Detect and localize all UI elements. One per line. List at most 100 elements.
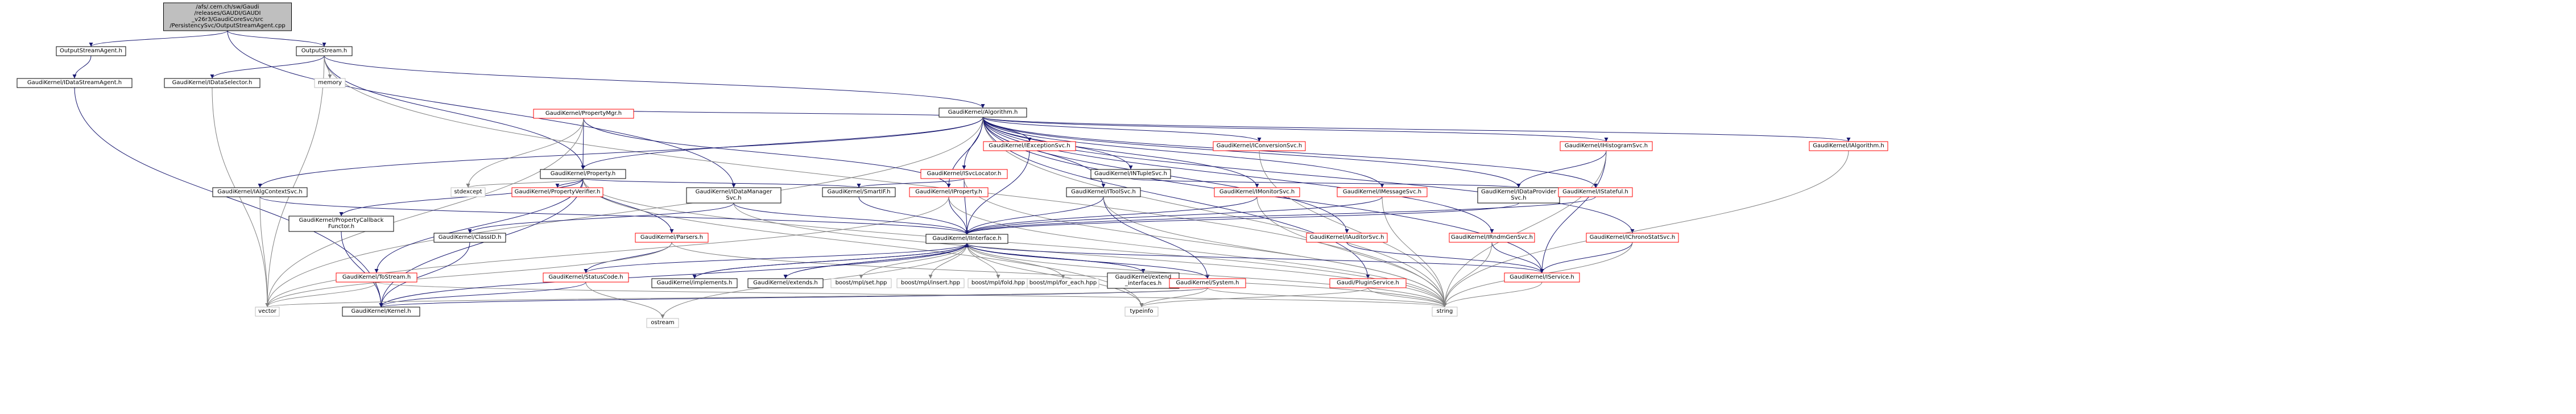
node-iservice[interactable]: GaudiKernel/IService.h bbox=[1504, 272, 1580, 283]
edge-algorithm-to-property bbox=[581, 117, 983, 170]
node-ialgcontextsvc[interactable]: GaudiKernel/IAlgContextSvc.h bbox=[212, 187, 308, 197]
node-label: GaudiKernel/IDataSelector.h bbox=[172, 80, 253, 86]
node-irndmgensvc[interactable]: GaudiKernel/IRndmGenSvc.h bbox=[1449, 233, 1535, 243]
node-itoolsvc[interactable]: GaudiKernel/IToolSvc.h bbox=[1066, 187, 1141, 197]
node-label: GaudiKernel/PropertyMgr.h bbox=[545, 110, 622, 117]
edge-conversionsvc-to-string bbox=[1259, 150, 1447, 308]
edge-propertymgr-to-vector bbox=[265, 118, 584, 308]
node-label: /afs/.cern.ch/sw/Gaudi bbox=[196, 4, 259, 10]
node-box bbox=[938, 107, 1027, 118]
edge-iinterface-to-typeinfo bbox=[966, 243, 1144, 308]
edge-property-to-parsers bbox=[582, 178, 674, 234]
node-kernel[interactable]: GaudiKernel/Kernel.h bbox=[342, 307, 420, 317]
node-tostream[interactable]: GaudiKernel/ToStream.h bbox=[336, 272, 417, 283]
node-property[interactable]: GaudiKernel/Property.h bbox=[540, 169, 626, 179]
node-ntuplesvc[interactable]: GaudiKernel/INTupleSvc.h bbox=[1090, 169, 1171, 179]
node-imessagesvc[interactable]: GaudiKernel/IMessageSvc.h bbox=[1337, 187, 1428, 197]
node-istateful[interactable]: GaudiKernel/IStateful.h bbox=[1558, 187, 1633, 197]
node-label: GaudiKernel/Algorithm.h bbox=[948, 109, 1018, 115]
node-box bbox=[1213, 141, 1306, 151]
node-iauditorsvc[interactable]: GaudiKernel/IAuditorSvc.h bbox=[1306, 233, 1388, 243]
edge-extend_interfaces-to-iinterface bbox=[965, 243, 1144, 274]
edge-osagent_h-to-idatastreamagent bbox=[72, 55, 92, 79]
node-propertyverifier[interactable]: GaudiKernel/PropertyVerifier.h bbox=[511, 187, 603, 197]
node-box bbox=[255, 307, 280, 317]
node-classid[interactable]: GaudiKernel/ClassID.h bbox=[433, 233, 506, 243]
node-label: Gaudi/PluginService.h bbox=[1337, 280, 1399, 286]
edge-propcallback-to-kernel bbox=[341, 231, 383, 308]
node-box bbox=[1027, 278, 1099, 288]
node-label: OutputStream.h bbox=[301, 48, 347, 54]
node-box bbox=[822, 187, 896, 197]
node-outputstream-h[interactable]: OutputStream.h bbox=[296, 46, 353, 56]
edge-root-to-datamanagersvc bbox=[227, 30, 736, 188]
node-box bbox=[909, 187, 989, 197]
edge-iinterface-to-mpl_insert bbox=[928, 243, 967, 279]
node-extend-interfaces[interactable]: GaudiKernel/extend_interfaces.h bbox=[1107, 272, 1180, 289]
node-idatastreamagent[interactable]: GaudiKernel/IDataStreamAgent.h bbox=[16, 78, 133, 88]
node-box bbox=[296, 46, 353, 56]
node-parsers[interactable]: GaudiKernel/Parsers.h bbox=[635, 233, 709, 243]
edge-algorithm-to-ialgcontextsvc bbox=[258, 117, 983, 188]
edge-outputstream_h-to-algorithm bbox=[324, 55, 985, 109]
node-exceptionsvc[interactable]: GaudiKernel/IExceptionSvc.h bbox=[983, 141, 1076, 151]
node-box bbox=[1432, 307, 1458, 317]
node-idataselector[interactable]: GaudiKernel/IDataSelector.h bbox=[164, 78, 261, 88]
edge-iauditorsvc-to-iservice bbox=[1346, 242, 1544, 274]
node-imonitorsvc[interactable]: GaudiKernel/IMonitorSvc.h bbox=[1214, 187, 1300, 197]
node-ialgorithm[interactable]: GaudiKernel/IAlgorithm.h bbox=[1809, 141, 1888, 151]
edge-classid-to-kernel bbox=[379, 242, 470, 308]
node-osagent-h[interactable]: OutputStreamAgent.h bbox=[56, 46, 126, 56]
edge-exceptionsvc-to-iinterface bbox=[965, 150, 1030, 235]
node-extends[interactable]: GaudiKernel/extends.h bbox=[747, 278, 824, 288]
node-statuscode[interactable]: GaudiKernel/StatusCode.h bbox=[543, 272, 629, 283]
node-smartif[interactable]: GaudiKernel/SmartIF.h bbox=[822, 187, 896, 197]
edge-tostream-to-string bbox=[376, 281, 1446, 308]
node-propertymgr[interactable]: GaudiKernel/PropertyMgr.h bbox=[533, 109, 634, 119]
node-label: GaudiKernel/IAlgorithm.h bbox=[1813, 143, 1884, 149]
edge-outputstream_h-to-idataselector bbox=[210, 55, 325, 79]
node-histogramsvc[interactable]: GaudiKernel/IHistogramSvc.h bbox=[1560, 141, 1653, 151]
edge-iinterface-to-string bbox=[966, 243, 1447, 308]
node-ichronostatsvc[interactable]: GaudiKernel/IChronoStatSvc.h bbox=[1586, 233, 1679, 243]
node-algorithm[interactable]: GaudiKernel/Algorithm.h bbox=[938, 107, 1027, 118]
node-label: GaudiKernel/System.h bbox=[1176, 280, 1239, 286]
edge-algorithm-to-conversionsvc bbox=[982, 117, 1262, 142]
node-box bbox=[288, 216, 394, 232]
node-iinterface[interactable]: GaudiKernel/IInterface.h bbox=[925, 234, 1008, 244]
node-typeinfo: typeinfo bbox=[1124, 307, 1159, 317]
node-box bbox=[16, 78, 133, 88]
node-iproperty[interactable]: GaudiKernel/IProperty.h bbox=[909, 187, 989, 197]
edge-idataprovider-to-iinterface bbox=[965, 202, 1519, 235]
node-label: /PersistencySvc/OutputStreamAgent.cpp bbox=[169, 23, 285, 29]
node-system[interactable]: GaudiKernel/System.h bbox=[1169, 278, 1246, 288]
node-root[interactable]: /afs/.cern.ch/sw/Gaudi/releases/GAUDI/GA… bbox=[163, 2, 292, 31]
edge-histogramsvc-to-string bbox=[1442, 150, 1607, 308]
node-box bbox=[1477, 187, 1560, 204]
node-box bbox=[896, 278, 965, 288]
node-label: GaudiKernel/extend bbox=[1115, 274, 1172, 280]
node-conversionsvc[interactable]: GaudiKernel/IConversionSvc.h bbox=[1213, 141, 1306, 151]
node-label: GaudiKernel/PropertyCallback bbox=[299, 217, 384, 223]
node-box bbox=[1124, 307, 1159, 317]
edge-system-to-vector bbox=[266, 287, 1208, 308]
node-svclocator[interactable]: GaudiKernel/ISvcLocator.h bbox=[920, 169, 1008, 179]
node-pluginservice[interactable]: Gaudi/PluginService.h bbox=[1329, 278, 1407, 288]
edge-svclocator-to-smartif bbox=[857, 178, 965, 188]
node-box bbox=[1329, 278, 1407, 288]
edge-statuscode-to-kernel bbox=[379, 281, 586, 308]
dependency-nodes: /afs/.cern.ch/sw/Gaudi/releases/GAUDI/GA… bbox=[16, 2, 1888, 328]
edge-system-to-typeinfo bbox=[1139, 287, 1208, 308]
node-label: GaudiKernel/implements.h bbox=[657, 280, 733, 286]
node-box bbox=[920, 169, 1008, 179]
node-label: GaudiKernel/IToolSvc.h bbox=[1071, 189, 1136, 195]
node-implements[interactable]: GaudiKernel/implements.h bbox=[651, 278, 738, 288]
edge-pluginservice-to-string bbox=[1367, 287, 1447, 308]
edge-property-to-smartif bbox=[582, 178, 861, 188]
edge-itoolsvc-to-system bbox=[1103, 196, 1210, 279]
edge-statuscode-to-ostream bbox=[585, 281, 665, 319]
node-label: GaudiKernel/ClassID.h bbox=[439, 234, 502, 241]
